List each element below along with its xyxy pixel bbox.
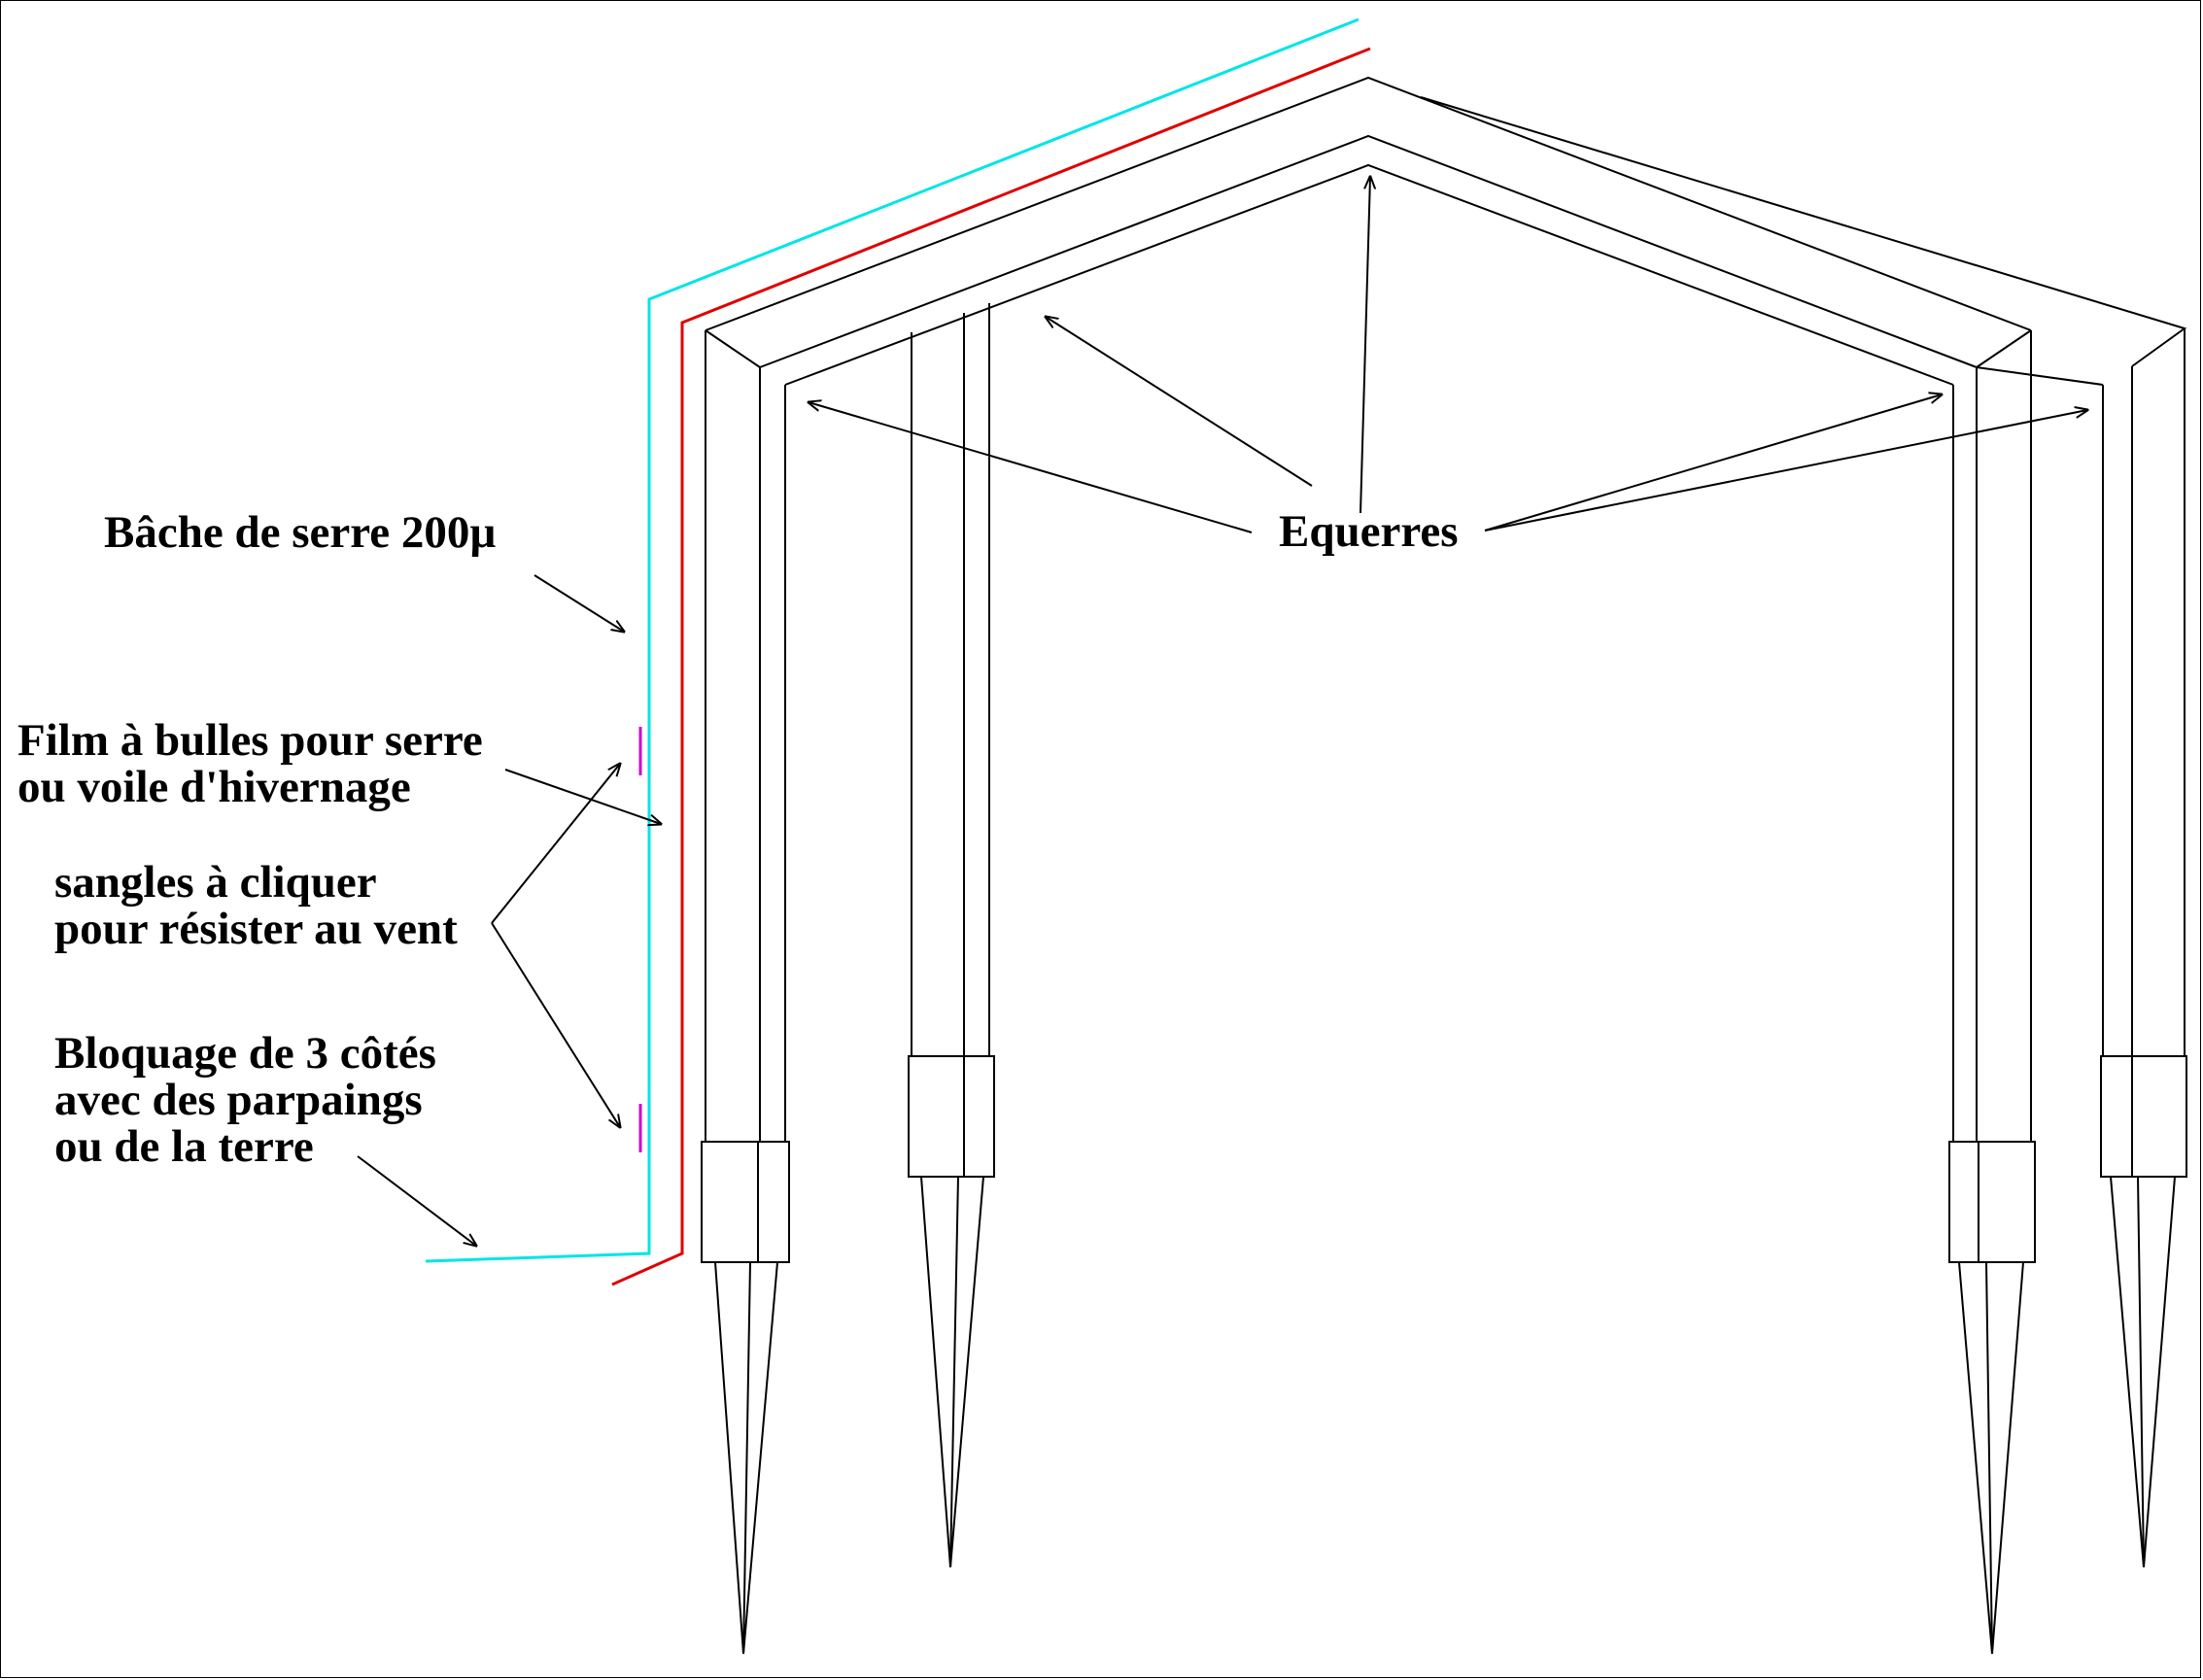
rear-frame-roof-link — [1976, 366, 2104, 386]
bloquage-label-line1: Bloquage de 3 côtés — [54, 1028, 436, 1079]
bloquage-label-line2: avec des parpaings — [54, 1075, 423, 1125]
equerre-arrow-apex — [1360, 177, 1370, 514]
equerre-arrow-front-right — [1484, 394, 1942, 531]
bloquage-leader-arrow — [357, 1155, 476, 1246]
front-left-post — [701, 329, 790, 1655]
sangles-upper-leader-arrow — [491, 764, 620, 924]
bache-label-text: Bâche de serre 200µ — [104, 507, 497, 558]
bache-leader-arrow — [534, 574, 624, 632]
bache-label: Bâche de serre 200µ — [104, 509, 496, 556]
film-label: Film à bulles pour serre ou voile d'hive… — [17, 717, 483, 810]
rear-frame-roof-outer — [1420, 96, 2187, 367]
sangles-label-line1: sangles à cliquer — [54, 857, 377, 908]
sangles-label-line2: pour résister au vent — [54, 904, 458, 954]
front-frame-inner — [784, 163, 1954, 386]
film-leader-arrow — [504, 769, 661, 824]
equerres-label-text: Equerres — [1279, 506, 1459, 557]
equerre-arrow-front-left — [809, 402, 1253, 533]
equerre-arrow-rear-left — [1046, 317, 1313, 487]
front-frame-middle — [759, 134, 1978, 368]
film-label-line2: ou voile d'hivernage — [17, 762, 411, 812]
film-label-line1: Film à bulles pour serre — [17, 715, 483, 766]
sangles-label: sangles à cliquer pour résister au vent — [54, 859, 458, 952]
rear-left-post — [908, 303, 995, 1568]
equerres-label: Equerres — [1279, 508, 1459, 555]
equerre-arrow-rear-right — [1484, 410, 2087, 531]
front-frame-outer — [705, 76, 2032, 331]
bubble-film-line — [611, 47, 1371, 1286]
bloquage-label: Bloquage de 3 côtés avec des parpaings o… — [54, 1030, 436, 1170]
greenhouse-tarp-line — [425, 17, 1360, 1263]
bloquage-label-line3: ou de la terre — [54, 1121, 314, 1172]
rear-right-post — [2100, 328, 2187, 1568]
sangles-lower-leader-arrow — [491, 922, 620, 1127]
front-right-post — [1948, 329, 2036, 1655]
